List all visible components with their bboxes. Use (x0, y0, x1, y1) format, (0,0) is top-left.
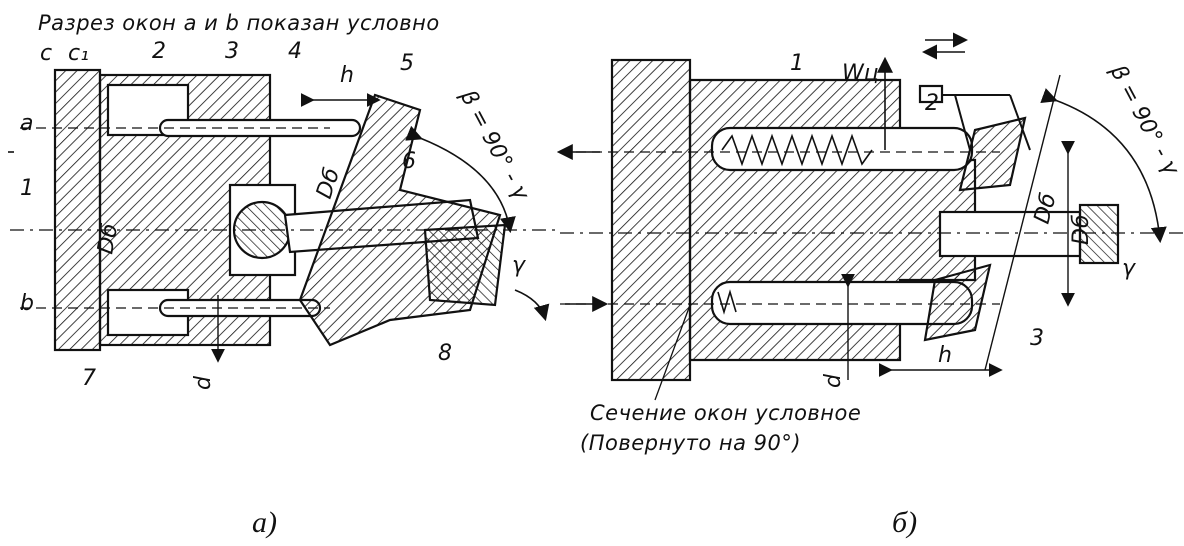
caption-top: Разрез окон a и b показан условно (38, 11, 440, 35)
swash-plate-lower-b (923, 263, 992, 342)
caption-bottom-1: Сечение окон условное (590, 401, 861, 425)
rotation-arrow-a (514, 289, 550, 322)
label-h-a: h (340, 63, 354, 88)
view-a-drawing (10, 68, 560, 363)
caption-bottom-2: (Повернуто на 90°) (580, 431, 801, 455)
label-5-a: 5 (400, 51, 414, 76)
swash-disk-a (423, 223, 507, 307)
linkage-arm-b (1009, 94, 1031, 151)
label-db2-b: Dб (1069, 214, 1094, 245)
caption-leader-b (654, 304, 691, 401)
label-gamma-b: γ (1122, 256, 1136, 281)
swash-plate-b (958, 116, 1027, 192)
label-d-a: d (191, 375, 216, 390)
label-d-b: d (821, 373, 846, 388)
label-3-b: 3 (1030, 326, 1044, 351)
beta-arc-b (1040, 88, 1167, 244)
view-b-drawing (8, 32, 1184, 401)
label-2-a: 2 (152, 39, 166, 64)
label-2-b: 2 (925, 91, 939, 116)
distributor-plate-b (610, 58, 692, 382)
output-shaft-b (938, 210, 1082, 258)
spring-b (721, 133, 873, 167)
label-a: a (20, 111, 33, 136)
cover-block-a (53, 68, 102, 352)
subfigure-label-a: а) (252, 506, 277, 539)
label-8-a: 8 (438, 341, 452, 366)
label-4-a: 4 (288, 39, 302, 64)
label-beta-b: β = 90° - γ (1104, 60, 1184, 180)
label-c1: c₁ (68, 41, 89, 66)
spring-lower-b (717, 289, 737, 315)
label-c: c (40, 41, 52, 66)
label-w-b: Wц (842, 61, 879, 86)
label-7-a: 7 (82, 366, 96, 391)
linkage-block-b (918, 84, 944, 104)
linkage-vert-b (954, 94, 971, 151)
label-b: b (20, 291, 34, 316)
beta-arc-a (405, 125, 516, 234)
label-1-b: 1 (790, 51, 804, 76)
label-1-a: 1 (20, 176, 34, 201)
label-3-a: 3 (225, 39, 239, 64)
label-gamma-a: γ (512, 253, 526, 278)
label-beta-a: β = 90° - γ (454, 85, 534, 205)
subfigure-label-b: б) (892, 506, 917, 539)
label-db-a: Dб (93, 222, 123, 256)
label-6-a: 6 (402, 149, 416, 174)
label-h-b: h (938, 343, 952, 368)
